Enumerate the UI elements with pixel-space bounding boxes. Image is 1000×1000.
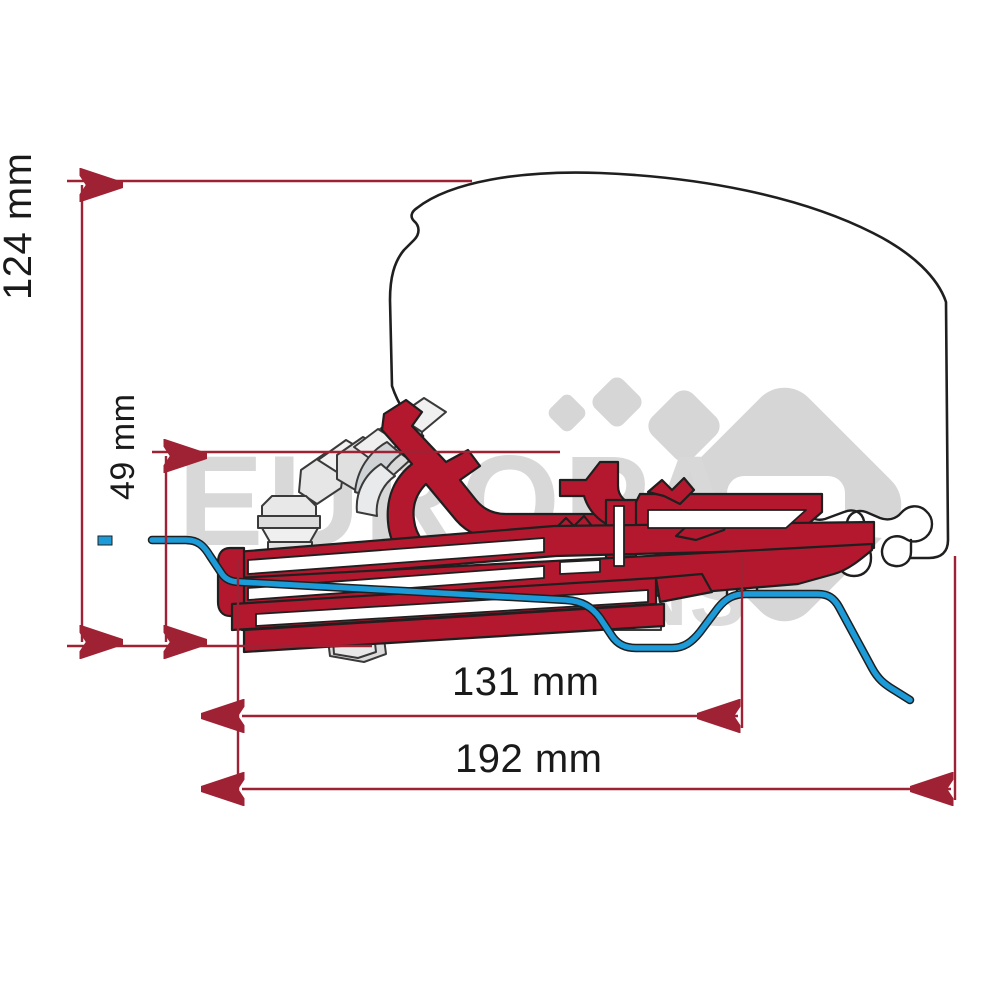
dimension-lines <box>67 181 957 800</box>
dimension-label-192mm: 192 mm <box>455 737 603 781</box>
dimension-label-131mm: 131 mm <box>452 660 600 704</box>
dimension-label-124mm: 124 mm <box>0 152 40 301</box>
dimension-label-49mm: 49 mm <box>104 393 142 500</box>
vehicle-roof-outline <box>388 171 950 560</box>
awning-rail-fill <box>149 537 913 703</box>
rail-tick-marker <box>97 535 113 546</box>
decorative-diamonds-icon <box>548 377 720 462</box>
